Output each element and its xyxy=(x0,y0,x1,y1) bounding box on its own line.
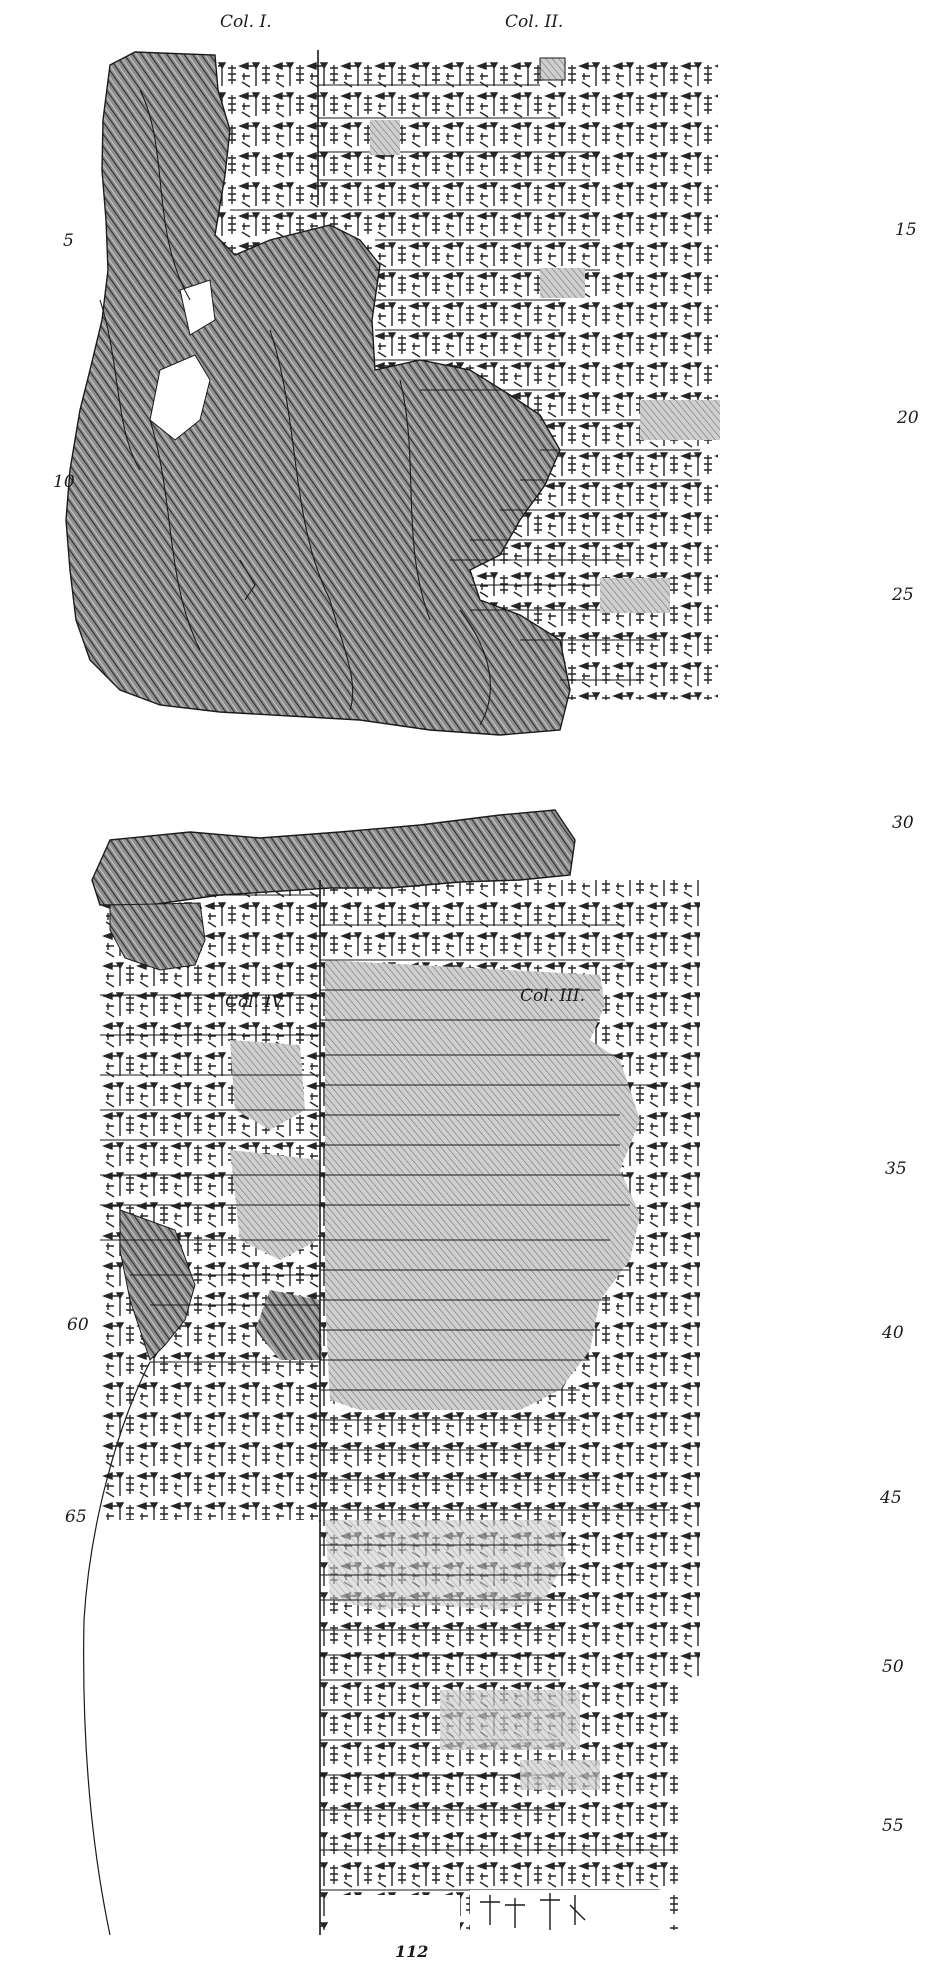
line-number-55: 55 xyxy=(882,1816,904,1836)
line-number-50: 50 xyxy=(882,1657,904,1677)
col-3-label: Col. III. xyxy=(520,986,586,1006)
col-1-label: Col. I. xyxy=(220,12,272,32)
col-2-label: Col. II. xyxy=(505,12,564,32)
line-number-10: 10 xyxy=(53,472,75,492)
line-number-20: 20 xyxy=(897,408,919,428)
line-number-45: 45 xyxy=(880,1488,902,1508)
line-number-60: 60 xyxy=(67,1315,89,1335)
line-number-65: 65 xyxy=(65,1507,87,1527)
line-number-25: 25 xyxy=(892,585,914,605)
line-number-40: 40 xyxy=(882,1323,904,1343)
last-line-signs xyxy=(480,1893,586,1930)
col-4-label: Col. IV. xyxy=(225,992,286,1012)
line-number-15: 15 xyxy=(895,220,917,240)
page-number: 112 xyxy=(395,1942,429,1961)
obverse-tablet xyxy=(65,50,720,736)
reverse-tablet xyxy=(0,809,950,1942)
line-number-35: 35 xyxy=(885,1159,907,1179)
line-number-30: 30 xyxy=(892,813,914,833)
line-number-5: 5 xyxy=(63,231,74,251)
